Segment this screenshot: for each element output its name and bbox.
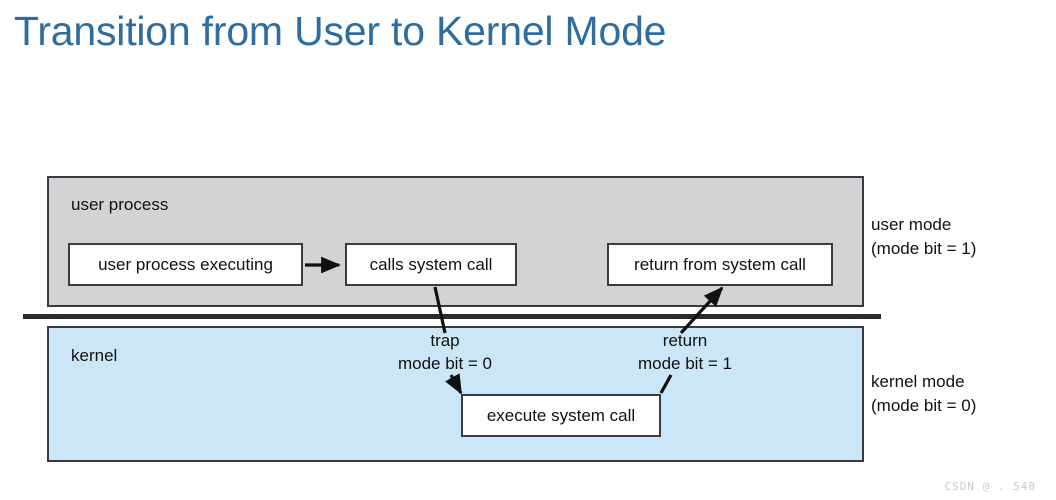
annotation-trap: trap mode bit = 0 — [390, 330, 500, 376]
user-mode-band: user process — [47, 176, 864, 307]
annotation-return: return mode bit = 1 — [625, 330, 745, 376]
box-return-from-system-call: return from system call — [607, 243, 833, 286]
kernel-band-label: kernel — [71, 346, 118, 365]
box-calls-system-call: calls system call — [345, 243, 517, 286]
box-user-process-executing: user process executing — [68, 243, 303, 286]
annotation-return-line2: mode bit = 1 — [637, 353, 733, 373]
annotation-trap-line1: trap — [430, 331, 460, 350]
annotation-return-line1: return — [662, 331, 708, 350]
page-title: Transition from User to Kernel Mode — [14, 8, 667, 54]
annotation-trap-line2: mode bit = 0 — [397, 353, 493, 373]
legend-kernel-mode-line1: kernel mode — [871, 372, 965, 391]
legend-kernel-mode: kernel mode (mode bit = 0) — [871, 370, 976, 418]
legend-user-mode: user mode (mode bit = 1) — [871, 213, 976, 261]
user-band-label: user process — [71, 195, 169, 214]
box-execute-system-call: execute system call — [461, 394, 661, 437]
watermark: CSDN @ . 548 — [944, 480, 1036, 493]
mode-divider-line — [23, 314, 881, 319]
legend-user-mode-line1: user mode — [871, 215, 952, 234]
legend-kernel-mode-line2: (mode bit = 0) — [871, 395, 977, 415]
legend-user-mode-line2: (mode bit = 1) — [871, 238, 977, 258]
